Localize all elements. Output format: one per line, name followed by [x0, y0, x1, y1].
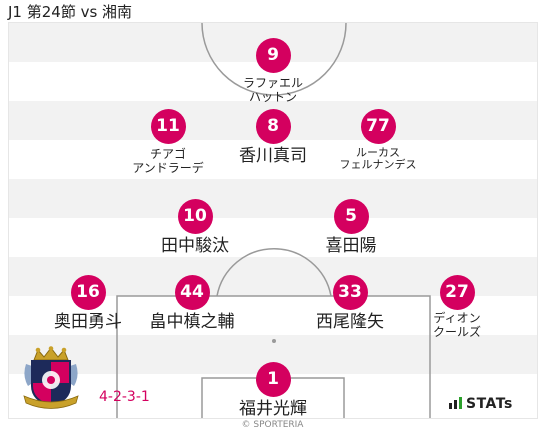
player-name: 香川真司 — [239, 146, 307, 166]
player-number: 9 — [255, 38, 291, 73]
player-number: 77 — [360, 109, 396, 144]
player-number: 33 — [332, 275, 368, 310]
player-name: 田中駿汰 — [161, 236, 229, 256]
player-number: 5 — [333, 199, 369, 234]
player-name: 福井光輝 — [239, 399, 307, 419]
player-name-line: ディオン — [433, 311, 481, 325]
player-amf-right: 77 ルーカス フェルナンデス — [323, 109, 433, 171]
player-name-line: アンドラーデ — [132, 161, 204, 175]
player-name-line: クールズ — [432, 325, 481, 339]
player-gk: 1 福井光輝 — [218, 362, 328, 419]
formation-label: 4-2-3-1 — [99, 389, 150, 405]
penalty-arc — [216, 247, 332, 297]
player-name-line: フェルナンデス — [339, 158, 417, 171]
player-name-line: ルーカス — [356, 146, 400, 159]
player-name: チアゴ アンドラーデ — [113, 147, 223, 175]
player-name-line: ラファエル — [242, 76, 303, 90]
player-name: 奥田勇斗 — [54, 312, 122, 332]
player-name-line: チアゴ — [149, 147, 186, 161]
copyright: © SPORTERIA — [241, 420, 304, 430]
player-amf-center: 8 香川真司 — [218, 109, 328, 166]
player-name: ラファエル ハットン — [218, 76, 328, 104]
player-dmf-left: 10 田中駿汰 — [140, 199, 250, 256]
penalty-box — [116, 295, 431, 418]
player-name: 西尾隆矢 — [316, 312, 384, 332]
player-number: 10 — [177, 199, 213, 234]
player-df-right: 27 ディオン クールズ — [402, 275, 512, 339]
player-fw: 9 ラファエル ハットン — [218, 38, 328, 104]
pitch-stripe — [9, 179, 537, 218]
player-name: ルーカス フェルナンデス — [323, 147, 433, 171]
player-df-center-left: 44 畠中槙之輔 — [137, 275, 247, 332]
player-amf-left: 11 チアゴ アンドラーデ — [113, 109, 223, 175]
penalty-spot — [272, 339, 276, 343]
club-crest-icon — [20, 346, 82, 414]
stats-bars-icon — [449, 397, 462, 409]
player-df-left: 16 奥田勇斗 — [33, 275, 143, 332]
stats-logo: STATs — [449, 396, 513, 412]
player-name: ディオン クールズ — [402, 311, 512, 339]
player-df-center-right: 33 西尾隆矢 — [295, 275, 405, 332]
player-number: 1 — [255, 362, 291, 397]
player-number: 16 — [70, 275, 106, 310]
center-circle-arc — [201, 23, 347, 96]
player-name: 畠中槙之輔 — [149, 312, 235, 332]
player-number: 27 — [439, 275, 475, 310]
player-number: 44 — [174, 275, 210, 310]
player-name: 喜田陽 — [325, 236, 377, 256]
player-number: 11 — [150, 109, 186, 144]
page-title: J1 第24節 vs 湘南 — [8, 3, 133, 21]
player-name-line: ハットン — [248, 90, 297, 104]
player-number: 8 — [255, 109, 291, 144]
player-dmf-right: 5 喜田陽 — [296, 199, 406, 256]
stats-logo-text: STATs — [466, 396, 513, 412]
